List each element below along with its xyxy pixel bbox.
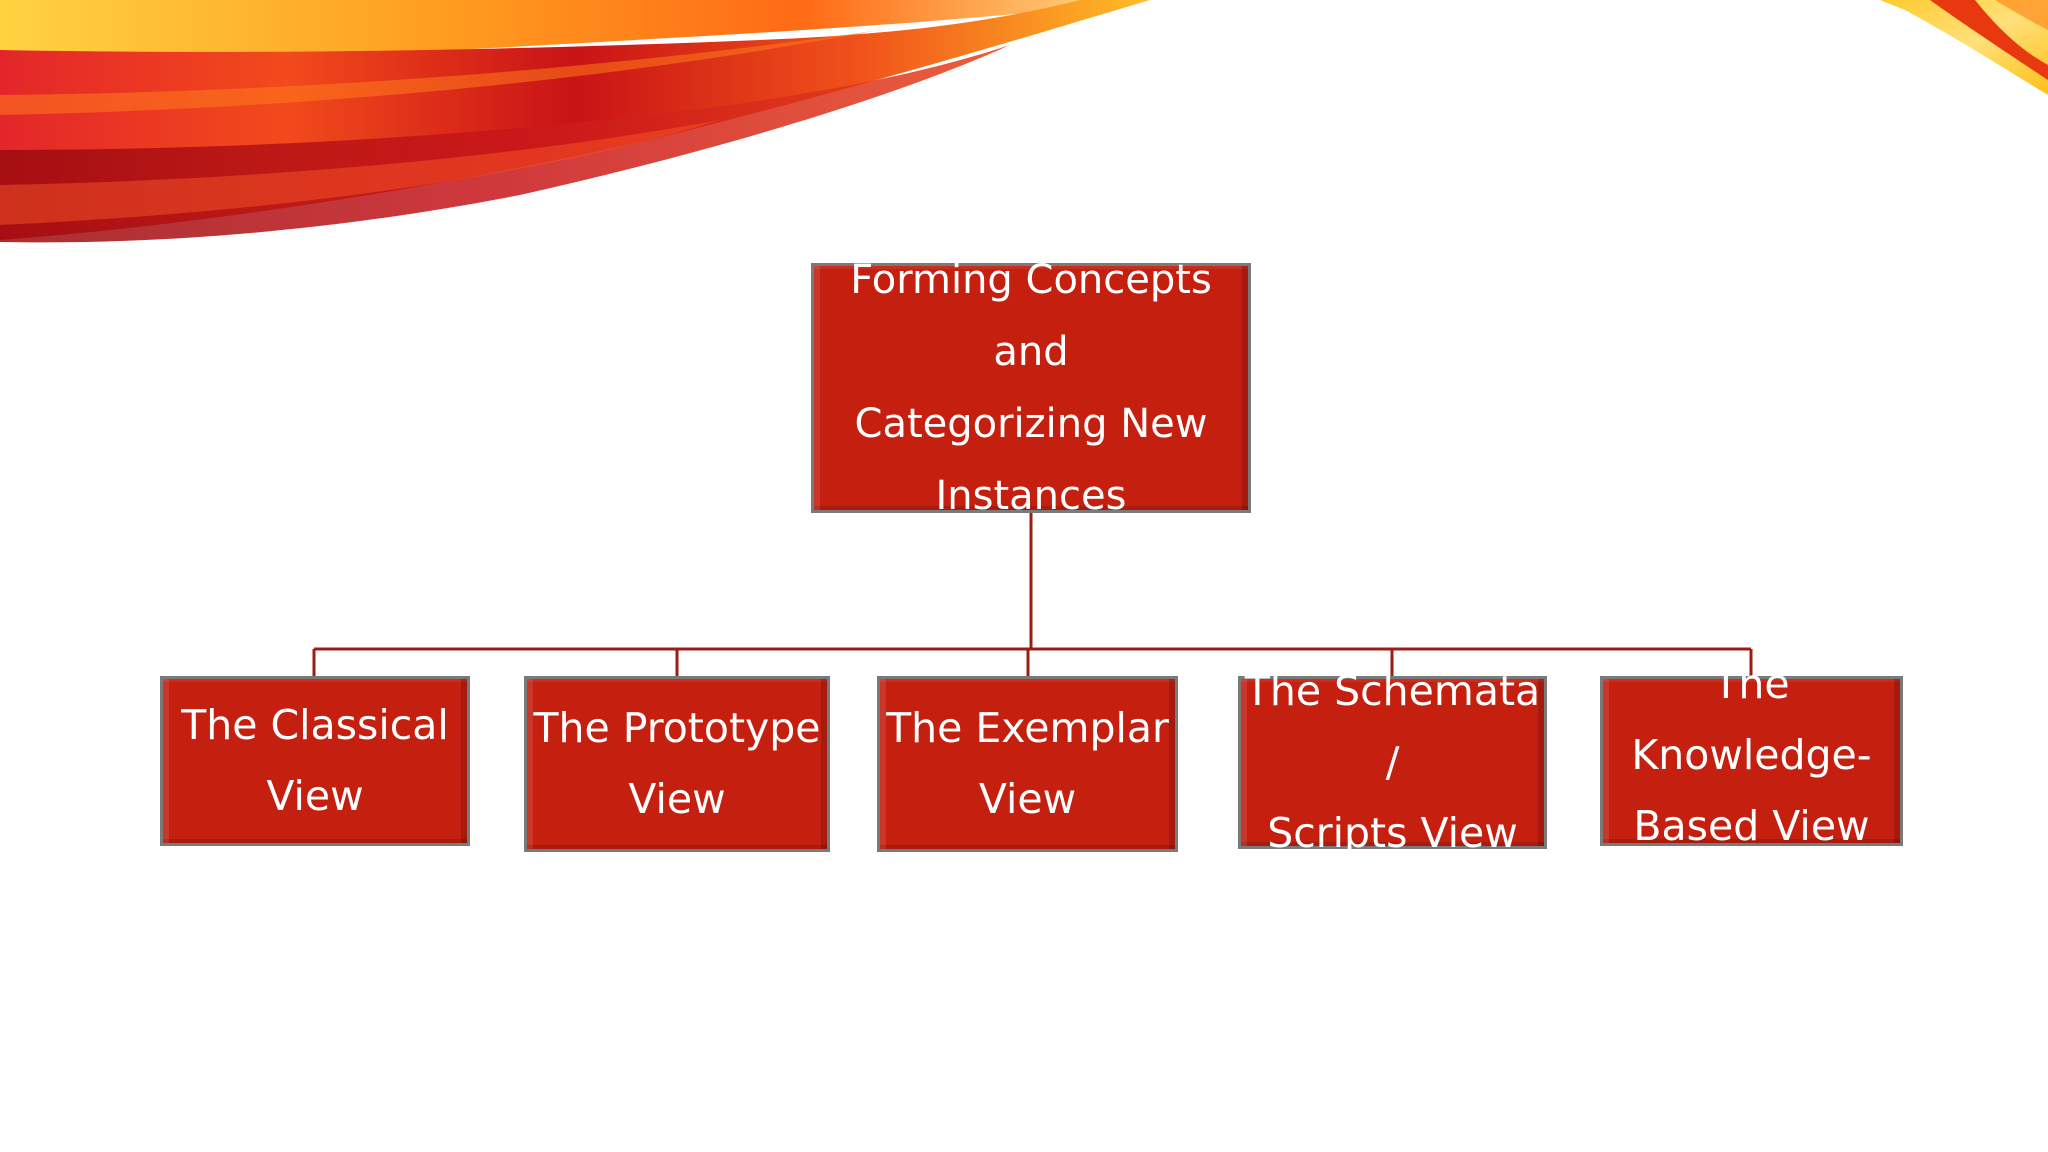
- child-node-exemplar: The Exemplar View: [877, 676, 1178, 852]
- swoosh-ribbon-left: [0, 0, 1150, 243]
- child-node-label: The Exemplar View: [886, 704, 1169, 823]
- child-node-prototype: The Prototype View: [524, 676, 830, 852]
- root-node: Forming Concepts and Categorizing New In…: [811, 257, 1251, 519]
- child-node-label: The Knowledge- Based View: [1631, 659, 1872, 850]
- child-node-label: The Prototype View: [533, 704, 821, 823]
- child-node-classical: The Classical View: [160, 676, 470, 846]
- tree-connectors: [312, 513, 1753, 676]
- swoosh-ribbon-right: [1880, 0, 2048, 95]
- child-node-label: The Classical View: [181, 701, 449, 820]
- child-node-label: The Schemata / Scripts View: [1244, 667, 1541, 857]
- child-node-schemata-scripts: The Schemata / Scripts View: [1238, 667, 1547, 857]
- child-node-knowledge-based: The Knowledge- Based View: [1600, 660, 1903, 850]
- root-node-label: Forming Concepts and Categorizing New In…: [850, 257, 1212, 519]
